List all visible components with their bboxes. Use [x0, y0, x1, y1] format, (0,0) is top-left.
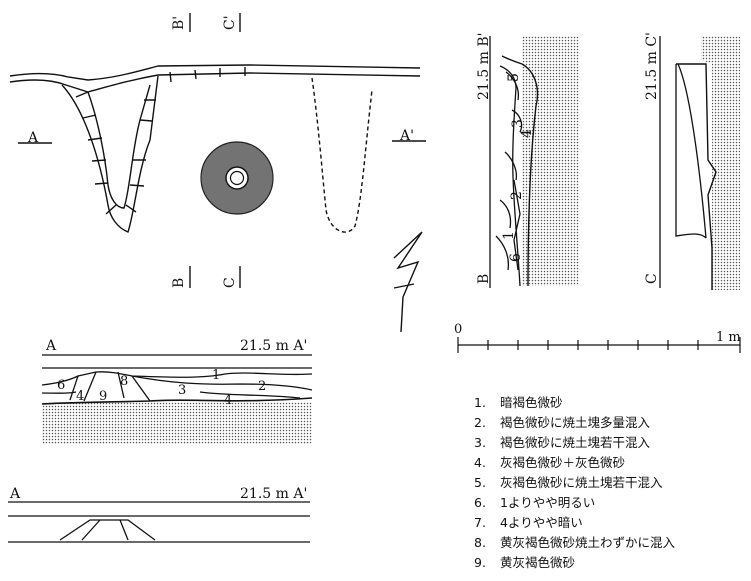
- layer-label: 1: [212, 368, 221, 383]
- section-mid-ref: 21.5 m A': [240, 338, 308, 354]
- legend-item: 2. 褐色微砂に焼土塊多量混入: [474, 413, 675, 433]
- layer-label: 1: [501, 231, 517, 240]
- layer-label: 6: [57, 378, 66, 393]
- section-bottom-label-a: A: [10, 486, 21, 502]
- section-b-ref: 21.5 m B': [476, 32, 492, 100]
- plan-label-a: A: [28, 130, 39, 146]
- scale-zero-label: 0: [454, 322, 463, 337]
- section-mid-label-a: A: [46, 338, 57, 354]
- layer-label: 8: [120, 374, 129, 389]
- legend-num: 3.: [474, 435, 486, 450]
- legend-num: 4.: [474, 455, 486, 470]
- legend-item: 9. 黄灰褐色微砂: [474, 553, 675, 573]
- legend-item: 5. 灰褐色微砂に焼土塊若干混入: [474, 473, 675, 493]
- section-bottom-ref: 21.5 m A': [240, 486, 308, 502]
- layer-legend: 1. 暗褐色微砂 2. 褐色微砂に焼土塊多量混入 3. 褐色微砂に焼土塊若干混入 4.…: [474, 393, 675, 573]
- legend-item: 6. 1よりやや明るい: [474, 493, 675, 513]
- section-a-middle: [41, 354, 313, 444]
- scale-bar: [457, 337, 741, 353]
- legend-num: 1.: [474, 395, 486, 410]
- legend-text: 灰褐色微砂＋灰色微砂: [500, 455, 626, 470]
- legend-text: 黄灰褐色微砂焼土わずかに混入: [500, 535, 676, 550]
- legend-text: 暗褐色微砂: [500, 395, 563, 410]
- section-b: [489, 36, 579, 288]
- legend-item: 8. 黄灰褐色微砂焼土わずかに混入: [474, 533, 675, 553]
- legend-text: 黄灰褐色微砂: [500, 555, 576, 570]
- legend-num: 2.: [474, 415, 486, 430]
- legend-item: 4. 灰褐色微砂＋灰色微砂: [474, 453, 675, 473]
- plan-label-a-prime: A': [400, 128, 414, 144]
- legend-num: 6.: [474, 495, 486, 510]
- legend-text: 1よりやや明るい: [500, 495, 596, 510]
- legend-item: 1. 暗褐色微砂: [474, 393, 675, 413]
- layer-label: 2: [509, 191, 525, 200]
- legend-text: 褐色微砂に焼土塊若干混入: [500, 435, 651, 450]
- plan-label-c-prime: C': [222, 15, 238, 30]
- legend-num: 9.: [474, 555, 486, 570]
- legend-text: 褐色微砂に焼土塊多量混入: [500, 415, 651, 430]
- layer-label: 3: [510, 119, 526, 128]
- plan-label-c: C: [222, 277, 238, 288]
- section-c-base: C: [644, 273, 660, 284]
- legend-num: 7.: [474, 515, 486, 530]
- section-a-bottom: [8, 501, 310, 543]
- section-c-ref: 21.5 m C': [644, 32, 660, 100]
- section-c: [659, 36, 740, 290]
- plan-view: [9, 13, 426, 333]
- layer-label: 6: [508, 253, 524, 262]
- layer-label: 2: [258, 379, 267, 394]
- section-b-base: B: [476, 273, 492, 284]
- legend-item: 3. 褐色微砂に焼土塊若干混入: [474, 433, 675, 453]
- layer-label: 4: [76, 389, 85, 404]
- layer-label: 9: [99, 389, 108, 404]
- layer-label: 5: [506, 73, 522, 82]
- legend-text: 4よりやや暗い: [500, 515, 583, 530]
- legend-num: 5.: [474, 475, 486, 490]
- plan-label-b-prime: B': [171, 15, 187, 30]
- legend-num: 8.: [474, 535, 486, 550]
- legend-item: 7. 4よりやや暗い: [474, 513, 675, 533]
- layer-label: 3: [178, 383, 187, 398]
- plan-label-b: B: [171, 277, 187, 288]
- layer-label: 4: [224, 393, 233, 408]
- layer-label: 4: [519, 129, 535, 138]
- legend-text: 灰褐色微砂に焼土塊若干混入: [500, 475, 663, 490]
- scale-one-label: 1 m: [716, 330, 741, 345]
